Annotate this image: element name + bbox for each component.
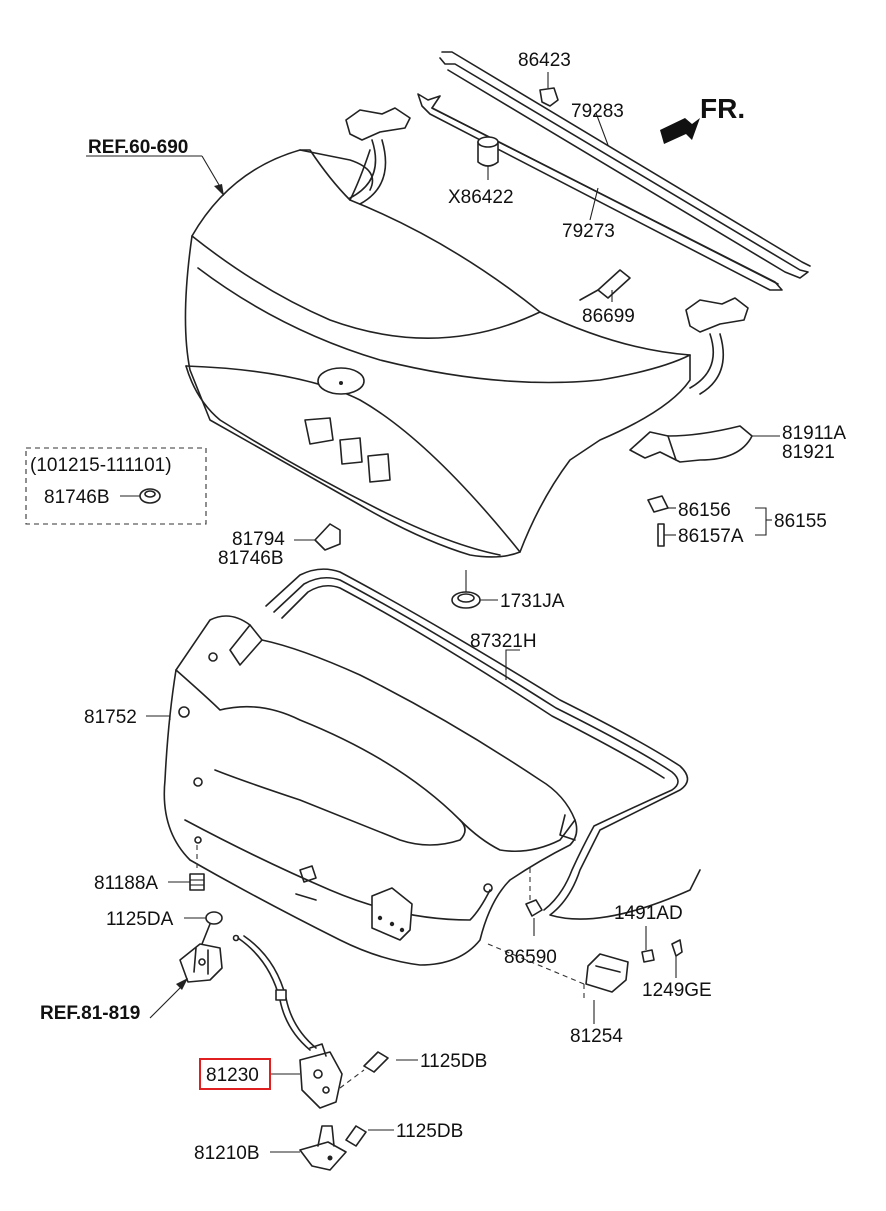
label-86699[interactable]: 86699 — [582, 306, 635, 327]
label-ref-60-690[interactable]: REF.60-690 — [88, 137, 188, 158]
label-86157a[interactable]: 86157A — [678, 526, 744, 547]
plug-1731ja — [451, 591, 481, 609]
torsion-bar-79283 — [439, 51, 811, 279]
label-86156[interactable]: 86156 — [678, 500, 731, 521]
bolt-1249ge — [671, 939, 683, 978]
clip-86423 — [539, 72, 559, 107]
label-79273[interactable]: 79273 — [562, 221, 615, 242]
trunk-lid-trim-81752 — [163, 615, 578, 966]
clip-86590 — [525, 868, 543, 917]
bolt-1125db-upper — [339, 1051, 389, 1089]
label-81911a[interactable]: 81911A — [782, 423, 846, 444]
label-81752[interactable]: 81752 — [84, 707, 137, 728]
trim-handle-bracket — [371, 887, 413, 941]
label-81746b[interactable]: 81746B — [218, 548, 284, 569]
label-79283[interactable]: 79283 — [571, 101, 624, 122]
weatherstrip-87321h — [265, 568, 701, 920]
switch-81254 — [487, 943, 629, 1000]
striker-81210b — [299, 1125, 347, 1171]
label-81210b[interactable]: 81210B — [194, 1143, 260, 1164]
label-81746b-box[interactable]: 81746B — [44, 487, 110, 508]
direction-label: FR. — [700, 93, 745, 124]
bolt-1125db-lower — [345, 1125, 367, 1147]
fastener-81188a — [189, 845, 205, 891]
latch-81230 — [299, 1043, 343, 1109]
actuator-assembly — [179, 943, 223, 983]
label-x86422[interactable]: X86422 — [448, 187, 514, 208]
bolt-1125da — [201, 911, 223, 945]
bushing-x86422 — [477, 136, 499, 167]
label-1731ja[interactable]: 1731JA — [500, 591, 565, 612]
label-1249ge[interactable]: 1249GE — [642, 980, 712, 1001]
label-87321h[interactable]: 87321H — [470, 631, 537, 652]
pin-86157a — [657, 523, 665, 547]
grommet-86156 — [647, 495, 669, 513]
range-note-box — [25, 447, 207, 525]
label-81230[interactable]: 81230 — [206, 1065, 259, 1086]
label-81921[interactable]: 81921 — [782, 442, 835, 463]
hinge-right — [685, 297, 749, 395]
label-81794[interactable]: 81794 — [232, 529, 285, 550]
bracket-81911a — [629, 425, 753, 463]
label-86423[interactable]: 86423 — [518, 50, 571, 71]
label-86155[interactable]: 86155 — [774, 511, 827, 532]
label-1125da[interactable]: 1125DA — [106, 909, 174, 930]
trunk-lid-panel — [184, 149, 691, 558]
highlight-81230-box — [199, 1058, 271, 1090]
label-1125db-upper[interactable]: 1125DB — [420, 1051, 487, 1072]
label-1491ad[interactable]: 1491AD — [614, 903, 683, 924]
bolt-86699 — [579, 269, 631, 301]
clip-81746b — [139, 488, 161, 504]
release-cable — [232, 934, 317, 1051]
label-86590[interactable]: 86590 — [504, 947, 557, 968]
bumper-81794 — [314, 523, 341, 551]
leader-lines — [86, 112, 780, 1153]
hinge-left — [345, 107, 411, 205]
label-ref-81-819[interactable]: REF.81-819 — [40, 1003, 140, 1024]
nut-1491ad — [641, 949, 655, 963]
label-1125db-lower[interactable]: 1125DB — [396, 1121, 463, 1142]
label-range-note: (101215-111101) — [30, 455, 172, 476]
direction-arrow-icon — [660, 118, 700, 144]
label-81188a[interactable]: 81188A — [94, 873, 158, 894]
part-labels[interactable]: 86423 79283 X86422 79273 REF.60-690 8669… — [30, 50, 846, 1164]
label-81254[interactable]: 81254 — [570, 1026, 623, 1047]
